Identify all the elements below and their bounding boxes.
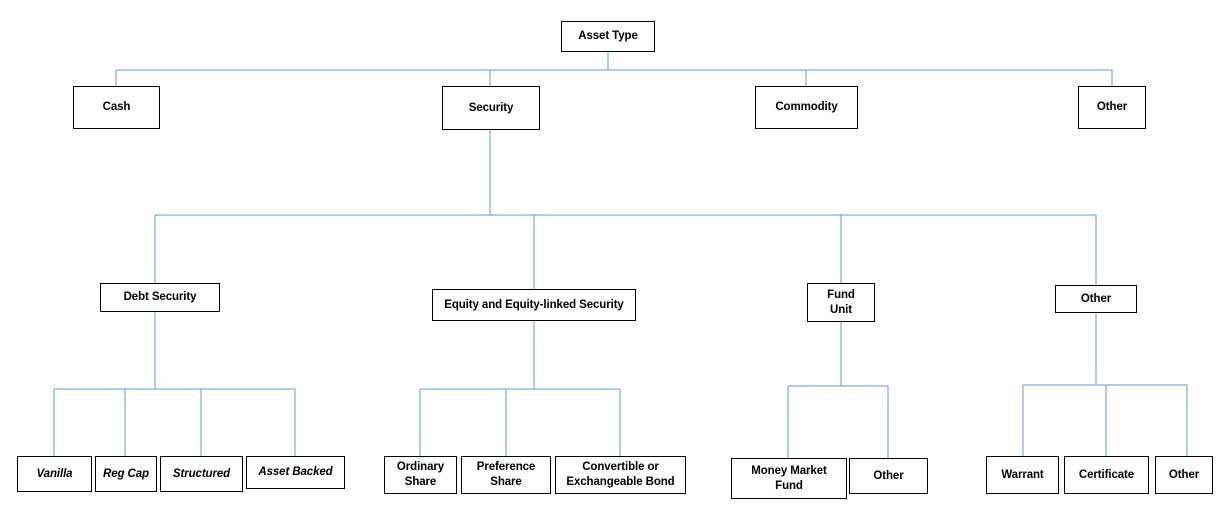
node-label: Vanilla — [36, 467, 73, 480]
node-label: Security — [468, 101, 514, 114]
node-label: Asset Type — [578, 30, 638, 43]
node-warrant[interactable]: Warrant — [986, 456, 1059, 494]
node-other-fund-leaf[interactable]: Other — [849, 458, 928, 494]
node-label: Convertible or Exchangeable Bond — [566, 461, 675, 488]
node-label: Other — [873, 469, 904, 482]
node-label: Asset Backed — [258, 466, 333, 479]
node-security[interactable]: Security — [442, 86, 540, 130]
node-cash[interactable]: Cash — [73, 86, 160, 129]
node-label: Structured — [172, 467, 231, 480]
node-debt-security[interactable]: Debt Security — [100, 283, 220, 312]
node-money-market-fund[interactable]: Money Market Fund — [731, 458, 847, 499]
node-label: Reg Cap — [103, 467, 149, 480]
node-fund-unit[interactable]: Fund Unit — [807, 283, 875, 322]
node-asset-type[interactable]: Asset Type — [561, 21, 655, 52]
node-other-level3[interactable]: Other — [1055, 285, 1137, 313]
node-convertible-or-exchangeable-bond[interactable]: Convertible or Exchangeable Bond — [555, 456, 686, 494]
node-other-leaf[interactable]: Other — [1155, 456, 1213, 494]
node-commodity[interactable]: Commodity — [755, 86, 858, 129]
node-label: Debt Security — [123, 291, 197, 304]
node-label: Cash — [102, 101, 131, 114]
node-structured[interactable]: Structured — [160, 456, 243, 492]
node-label: Equity and Equity-linked Security — [444, 298, 624, 311]
node-label: Other — [1080, 292, 1112, 305]
node-ordinary-share[interactable]: Ordinary Share — [384, 456, 457, 494]
node-vanilla[interactable]: Vanilla — [17, 456, 92, 492]
node-equity-and-equity-linked-security[interactable]: Equity and Equity-linked Security — [432, 289, 636, 321]
node-other-level2[interactable]: Other — [1078, 86, 1146, 129]
node-label: Certificate — [1078, 468, 1135, 481]
node-label: Fund Unit — [827, 288, 855, 316]
node-label: Commodity — [775, 101, 838, 114]
node-preference-share[interactable]: Preference Share — [461, 456, 551, 494]
node-certificate[interactable]: Certificate — [1064, 456, 1149, 494]
node-label: Warrant — [1001, 468, 1044, 481]
node-label: Ordinary Share — [396, 461, 445, 488]
node-reg-cap[interactable]: Reg Cap — [95, 456, 157, 492]
node-label: Other — [1096, 101, 1128, 114]
node-label: Other — [1168, 468, 1200, 481]
node-label: Preference Share — [476, 461, 536, 488]
node-label: Money Market Fund — [751, 464, 827, 492]
node-asset-backed[interactable]: Asset Backed — [246, 456, 345, 489]
